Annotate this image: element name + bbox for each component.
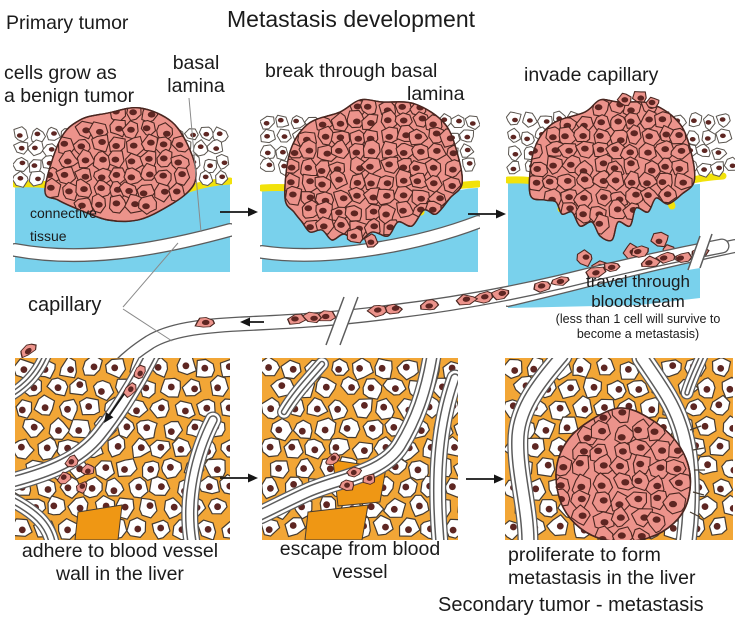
travel-line2: bloodstream [591,292,685,311]
travel-note2: become a metastasis) [576,327,700,341]
step5-line2: vessel [332,561,388,583]
step4-line2: wall in the liver [56,563,184,585]
step4-label: adhere to blood vessel wall in the liver [2,540,238,586]
label-pointer-lines [122,97,202,342]
step2-label: break through basal lamina [265,60,464,106]
step6-line1: proliferate to form [508,544,661,566]
step1-label: cells grow as a benign tumor [4,62,134,108]
step2-line1: break through basal [265,60,438,82]
step2-line2: lamina [407,83,465,105]
step6-line2: metastasis in the liver [508,567,696,589]
connective-line2: tissue [30,228,67,244]
step1-line1: cells grow as [4,62,117,84]
step1-line2: a benign tumor [4,85,135,107]
basal-lamina-label: basal lamina [150,52,242,98]
liver-panels [15,358,733,540]
bloodstream-capillary-band [20,233,730,400]
diagram-title: Metastasis development [227,6,476,32]
travel-bloodstream-label: travel through bloodstream (less than 1 … [543,272,733,342]
secondary-tumor-label: Secondary tumor - metastasis [438,594,704,616]
capillary-label: capillary [28,294,102,316]
step6-label: proliferate to form metastasis in the li… [508,544,696,590]
connective-line1: connective [30,205,97,221]
flow-arrows [220,207,506,484]
travel-line1: travel through [586,272,690,291]
primary-tumor-label: Primary tumor [6,12,129,34]
step4-line1: adhere to blood vessel [21,540,219,562]
step5-label: escape from blood vessel [260,538,460,584]
basal-line1: basal [172,52,220,74]
step3-label: invade capillary [524,64,659,86]
connective-tissue-label: connective tissue [30,202,97,248]
basal-line2: lamina [167,75,225,97]
step5-line1: escape from blood [279,538,441,560]
travel-note1: (less than 1 cell will survive to [555,312,721,326]
